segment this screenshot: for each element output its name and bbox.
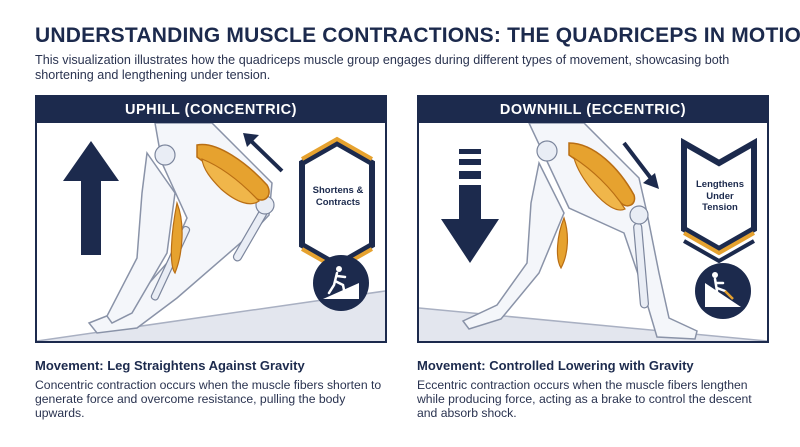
panel-concentric: UPHILL (CONCENTRIC) [35, 95, 387, 343]
description-concentric: Concentric contraction occurs when the m… [35, 378, 382, 420]
diagonal-arrow-icon [622, 141, 659, 189]
up-arrow-icon [63, 141, 119, 255]
movement-heading-concentric: Movement: Leg Straightens Against Gravit… [35, 358, 305, 373]
down-arrow-icon [441, 149, 499, 263]
quadriceps-muscle [170, 143, 270, 275]
movement-heading-eccentric: Movement: Controlled Lowering with Gravi… [417, 358, 694, 373]
eccentric-label: Lengthens Under Tension [695, 179, 745, 213]
panel-eccentric: DOWNHILL (ECCENTRIC) [417, 95, 769, 343]
eccentric-illustration [419, 123, 767, 341]
concentric-illustration [37, 123, 385, 341]
leg-illustration [461, 123, 698, 340]
bones [536, 140, 649, 309]
panel-header-concentric: UPHILL (CONCENTRIC) [37, 97, 385, 123]
concentric-label: Shortens & Contracts [312, 185, 364, 208]
walking-uphill-icon [313, 255, 369, 311]
diagonal-arrow-icon [243, 133, 284, 173]
hip-joint [154, 144, 176, 166]
page-subtitle: This visualization illustrates how the q… [35, 53, 730, 82]
page-title: UNDERSTANDING MUSCLE CONTRACTIONS: THE Q… [35, 24, 800, 47]
panel-header-eccentric: DOWNHILL (ECCENTRIC) [419, 97, 767, 123]
quadriceps-muscle [556, 142, 636, 270]
walking-downhill-icon [695, 263, 751, 319]
description-eccentric: Eccentric contraction occurs when the mu… [417, 378, 752, 420]
chevron-label-eccentric [681, 137, 757, 264]
